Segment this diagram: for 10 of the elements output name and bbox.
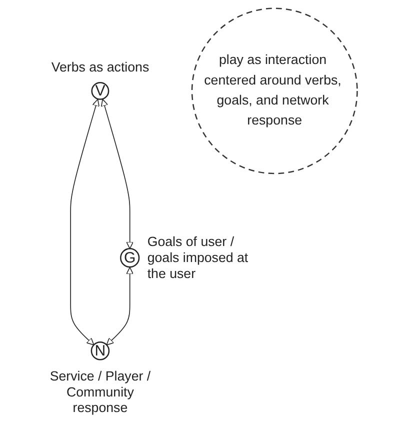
node-caption: Goals of user / goals imposed at the user (147, 234, 248, 281)
node-circle: V (91, 82, 110, 100)
node-caption: Service / Player / Community response (50, 368, 151, 416)
node-circle: N (90, 341, 110, 360)
arrow (106, 266, 134, 346)
arrow (70, 98, 100, 346)
node-circle: play as interaction centered around verbs, goals, and network response (191, 8, 358, 174)
arrow (100, 98, 134, 250)
node-caption: Verbs as actions (51, 59, 150, 74)
node-circle: G (120, 248, 140, 268)
